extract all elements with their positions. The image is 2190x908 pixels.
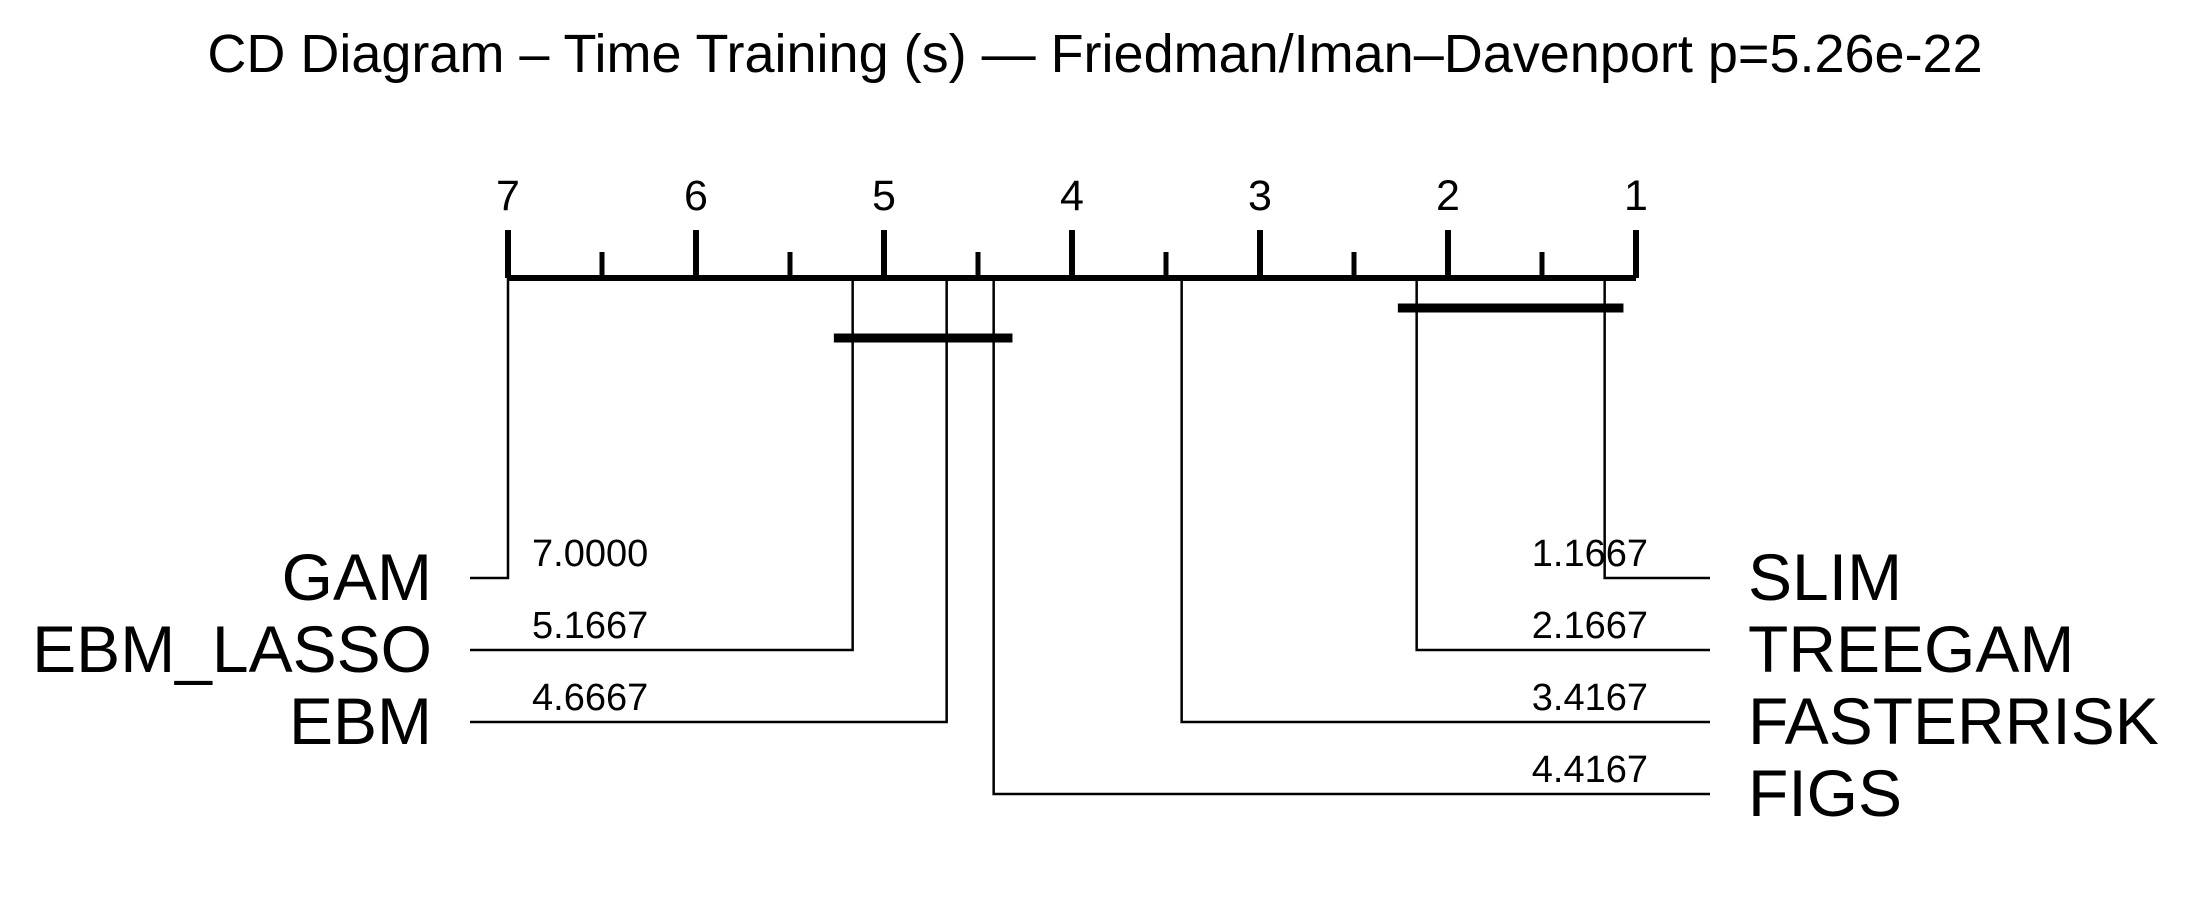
tick-label: 2 <box>1436 172 1460 220</box>
rank-value-label: 3.4167 <box>1532 677 1648 719</box>
method-name-label: SLIM <box>1748 540 1902 614</box>
method-name-label: EBM_LASSO <box>32 612 432 686</box>
rank-value-label: 4.4167 <box>1532 749 1648 791</box>
method-name-label: FIGS <box>1748 756 1902 830</box>
clique-bars <box>833 303 1624 343</box>
method-connector-line <box>1415 278 1710 652</box>
method-name-label: FASTERRISK <box>1748 684 2159 758</box>
tick-label: 7 <box>496 172 520 220</box>
method-connector-line <box>1603 278 1710 580</box>
methods: 7.0000 GAM 5.1667 EBM_LASSO 4.6667 EBM 1.1667 S… <box>32 278 2159 830</box>
rank-value-label: 5.1667 <box>532 605 648 647</box>
method-connector-line <box>1180 278 1710 724</box>
rank-value-label: 2.1667 <box>1532 605 1648 647</box>
method-connector-line <box>470 278 854 652</box>
rank-value-label: 7.0000 <box>532 533 648 575</box>
method-name-label: GAM <box>282 540 432 614</box>
method-connector-line <box>992 278 1710 796</box>
tick-label: 6 <box>684 172 708 220</box>
tick-label: 5 <box>872 172 896 220</box>
rank-value-label: 1.1667 <box>1532 533 1648 575</box>
rank-axis: 7 6 5 4 3 2 1 <box>496 172 1648 281</box>
method-connector-line <box>470 278 510 580</box>
chart-title: CD Diagram – Time Training (s) — Friedma… <box>207 24 1982 84</box>
method-connector-line <box>470 278 948 724</box>
method-name-label: EBM <box>289 684 432 758</box>
rank-value-label: 4.6667 <box>532 677 648 719</box>
method-name-label: TREEGAM <box>1748 612 2074 686</box>
tick-label: 4 <box>1060 172 1084 220</box>
tick-label: 3 <box>1248 172 1272 220</box>
tick-label: 1 <box>1624 172 1648 220</box>
